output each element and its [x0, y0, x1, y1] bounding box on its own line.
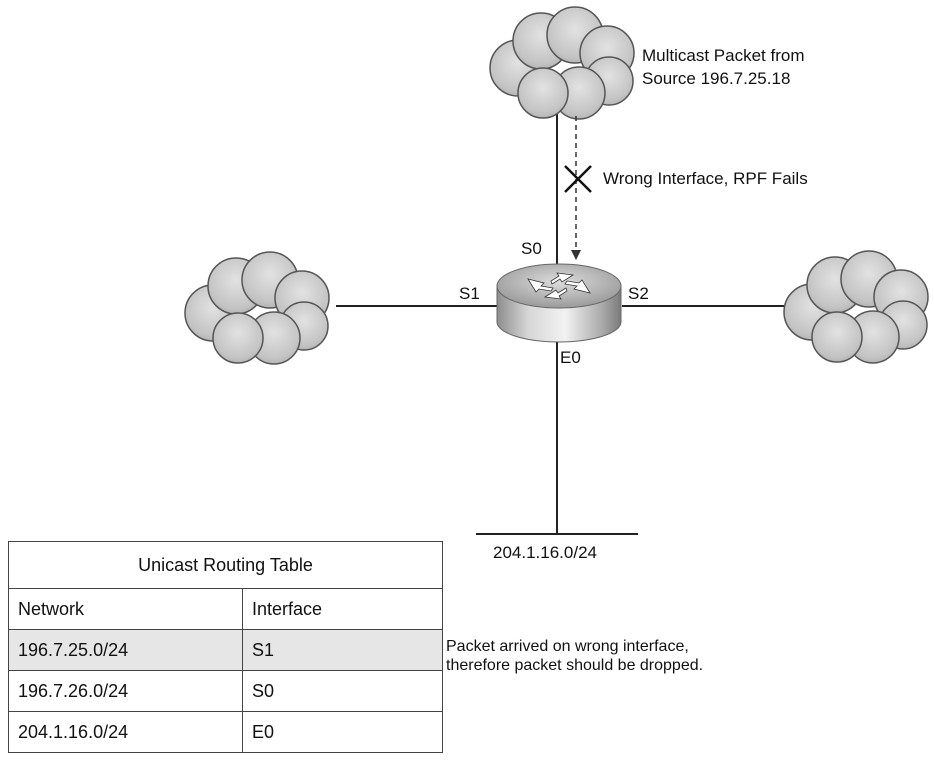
interface-s1-label: S1 — [459, 284, 480, 303]
network-cell: 196.7.25.0/24 — [8, 629, 243, 671]
table-row: 204.1.16.0/24 E0 — [8, 711, 443, 753]
interface-cell: S0 — [242, 670, 443, 712]
table-row: 196.7.26.0/24 S0 — [8, 670, 443, 712]
drop-note-line1: Packet arrived on wrong interface, — [446, 638, 689, 655]
router-icon — [496, 263, 622, 343]
drop-note-line2: therefore packet should be dropped. — [446, 657, 704, 674]
source-label-line1: Multicast Packet from — [642, 46, 805, 65]
interface-cell: S1 — [242, 629, 443, 671]
column-header-interface: Interface — [242, 588, 443, 630]
table-row: 196.7.25.0/24 S1 — [8, 629, 443, 671]
cloud-source — [489, 6, 635, 120]
table-title: Unicast Routing Table — [8, 541, 443, 589]
rpf-fail-label: Wrong Interface, RPF Fails — [603, 169, 808, 188]
interface-cell: E0 — [242, 711, 443, 753]
lan-subnet-label: 204.1.16.0/24 — [493, 543, 597, 562]
cloud-left — [184, 251, 330, 365]
arrow-head — [571, 250, 581, 260]
network-cell: 204.1.16.0/24 — [8, 711, 243, 753]
source-label-line2: Source 196.7.25.18 — [642, 69, 791, 88]
unicast-routing-table: Unicast Routing Table Network Interface … — [8, 541, 443, 753]
interface-e0-label: E0 — [560, 348, 581, 367]
x-mark — [564, 165, 592, 193]
interface-s0-label: S0 — [521, 239, 542, 258]
network-cell: 196.7.26.0/24 — [8, 670, 243, 712]
column-header-network: Network — [8, 588, 243, 630]
cloud-right — [783, 250, 929, 364]
interface-s2-label: S2 — [628, 284, 649, 303]
